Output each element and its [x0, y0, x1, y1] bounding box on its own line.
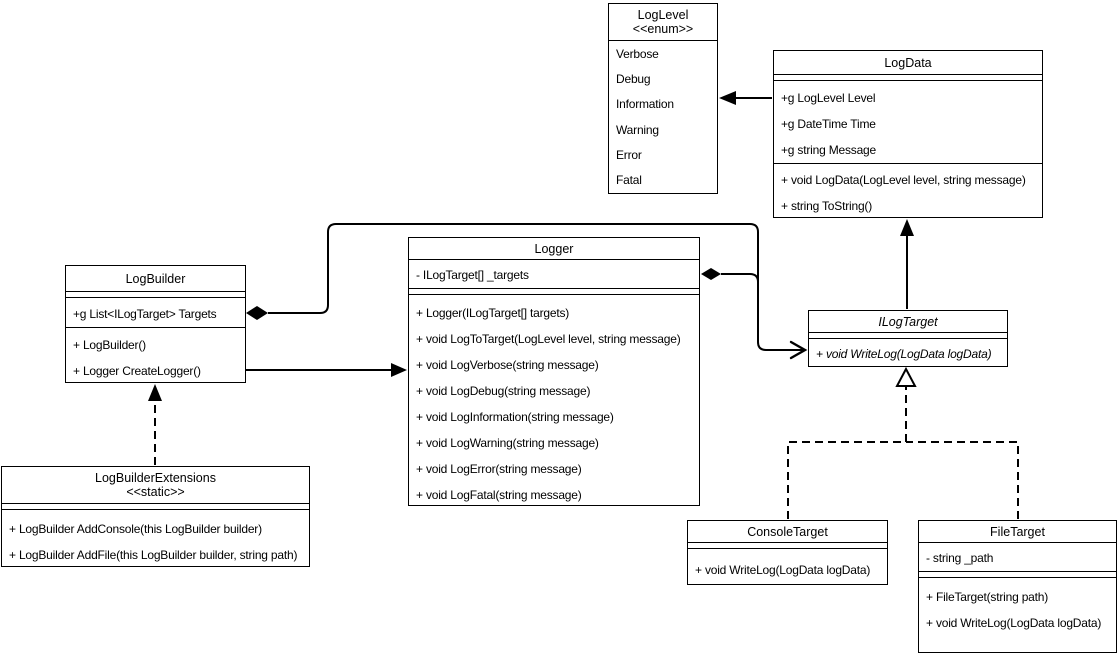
- attribute-row: - ILogTarget[] _targets: [416, 268, 529, 282]
- attribute-row: - string _path: [926, 551, 994, 565]
- enum-value-row: Fatal: [616, 173, 642, 188]
- realization-consoletarget-to-ilogtarget[interactable]: [787, 366, 917, 519]
- dependency-logbuilderextensions-to-logbuilder[interactable]: [148, 384, 162, 465]
- enum-value-row: Warning: [616, 122, 659, 137]
- attribute-row: +g LogLevel Level: [781, 90, 876, 105]
- class-name: LogBuilder: [125, 271, 186, 286]
- class-filetarget[interactable]: FileTarget - string _path + FileTarget(s…: [918, 520, 1117, 653]
- hollow-triangle-icon: [895, 366, 917, 387]
- compartment-divider: [774, 162, 1042, 164]
- attributes: +g List<ILogTarget> Targets: [66, 298, 245, 327]
- class-loglevel[interactable]: LogLevel <<enum>> Verbose Debug Informat…: [608, 3, 718, 194]
- attributes: - string _path: [919, 543, 1116, 571]
- methods: + LogBuilder AddConsole(this LogBuilder …: [2, 510, 309, 568]
- methods: + FileTarget(string path) + void WriteLo…: [919, 578, 1116, 636]
- compartment-divider: [66, 326, 245, 328]
- methods: + void WriteLog(LogData logData): [688, 549, 887, 583]
- composition-logger-to-ilogtarget[interactable]: [701, 268, 759, 283]
- attribute-row: +g List<ILogTarget> Targets: [73, 306, 217, 321]
- class-logbuilder[interactable]: LogBuilder +g List<ILogTarget> Targets +…: [65, 265, 246, 383]
- arrowhead-icon: [391, 363, 407, 377]
- enum-value-row: Error: [616, 147, 642, 162]
- compartment-divider: [919, 542, 1116, 543]
- compartment-divider: [609, 40, 717, 41]
- method-row: + LogBuilder(): [73, 337, 146, 352]
- class-name: ILogTarget: [878, 314, 938, 329]
- methods: + void LogData(LogLevel level, string me…: [774, 164, 1042, 219]
- enum-value-row: Debug: [616, 71, 651, 86]
- methods: + void WriteLog(LogData logData): [809, 339, 1007, 367]
- attribute-row: +g string Message: [781, 142, 876, 157]
- class-consoletarget[interactable]: ConsoleTarget + void WriteLog(LogData lo…: [687, 520, 888, 585]
- class-header: ILogTarget: [809, 311, 1007, 332]
- method-row: + void WriteLog(LogData logData): [816, 346, 992, 361]
- class-name: LogData: [884, 55, 932, 70]
- method-row: + Logger(ILogTarget[] targets): [416, 305, 570, 320]
- class-header: ConsoleTarget: [688, 521, 887, 542]
- class-name: LogBuilderExtensions: [95, 471, 216, 485]
- methods: + LogBuilder() + Logger CreateLogger(): [66, 328, 245, 384]
- class-logdata[interactable]: LogData +g LogLevel Level +g DateTime Ti…: [773, 50, 1043, 218]
- class-header: LogData: [774, 51, 1042, 74]
- attribute-row: +g DateTime Time: [781, 116, 876, 131]
- compartment-divider: [66, 291, 245, 298]
- association-logbuilder-to-logger[interactable]: [246, 363, 407, 377]
- method-row: + string ToString(): [781, 198, 873, 213]
- interface-ilogtarget[interactable]: ILogTarget + void WriteLog(LogData logDa…: [808, 310, 1008, 367]
- arrowhead-icon: [148, 384, 162, 401]
- method-row: + LogBuilder AddFile(this LogBuilder bui…: [9, 547, 298, 562]
- method-row: + LogBuilder AddConsole(this LogBuilder …: [9, 521, 262, 536]
- method-row: + void WriteLog(LogData logData): [695, 562, 871, 577]
- attributes: - ILogTarget[] _targets: [409, 260, 699, 288]
- method-row: + void LogError(string message): [416, 461, 582, 476]
- composition-diamond-icon: [246, 306, 268, 320]
- open-arrowhead-icon: [789, 340, 808, 360]
- class-header: LogBuilder: [66, 266, 245, 291]
- class-name: Logger: [534, 241, 574, 256]
- arrowhead-icon: [719, 91, 736, 105]
- class-header: FileTarget: [919, 521, 1116, 542]
- method-row: + void LogInformation(string message): [416, 409, 614, 424]
- method-row: + void LogDebug(string message): [416, 383, 591, 398]
- compartment-divider: [919, 571, 1116, 578]
- compartment-divider: [809, 332, 1007, 339]
- method-row: + void LogVerbose(string message): [416, 357, 599, 372]
- method-row: + void WriteLog(LogData logData): [926, 615, 1102, 630]
- class-header: LogBuilderExtensions <<static>>: [2, 467, 309, 503]
- arrowhead-icon: [900, 219, 914, 236]
- compartment-divider: [2, 503, 309, 510]
- method-row: + void LogData(LogLevel level, string me…: [781, 172, 1026, 187]
- method-row: + FileTarget(string path): [926, 589, 1049, 604]
- method-row: + void LogFatal(string message): [416, 487, 582, 502]
- enum-values: Verbose Debug Information Warning Error …: [609, 41, 717, 193]
- methods: + Logger(ILogTarget[] targets) + void Lo…: [409, 295, 699, 508]
- composition-diamond-icon: [701, 268, 721, 280]
- class-name: LogLevel: [637, 8, 689, 22]
- class-stereotype: <<static>>: [126, 485, 185, 499]
- class-logbuilderextensions[interactable]: LogBuilderExtensions <<static>> + LogBui…: [1, 466, 310, 567]
- class-logger[interactable]: Logger - ILogTarget[] _targets + Logger(…: [408, 237, 700, 506]
- realization-filetarget-to-ilogtarget[interactable]: [906, 441, 1019, 519]
- attributes: +g LogLevel Level +g DateTime Time +g st…: [774, 81, 1042, 163]
- compartment-divider: [774, 74, 1042, 81]
- association-ilogtarget-to-logdata[interactable]: [900, 219, 914, 309]
- compartment-divider: [688, 542, 887, 549]
- class-name: FileTarget: [990, 524, 1045, 539]
- method-row: + void LogWarning(string message): [416, 435, 599, 450]
- class-stereotype: <<enum>>: [632, 22, 694, 36]
- enum-value-row: Verbose: [616, 46, 659, 61]
- class-header: Logger: [409, 238, 699, 259]
- class-name: ConsoleTarget: [747, 524, 828, 539]
- method-row: + void LogToTarget(LogLevel level, strin…: [416, 331, 681, 346]
- enum-value-row: Information: [616, 97, 674, 112]
- association-logdata-to-loglevel[interactable]: [719, 91, 772, 105]
- method-row: + Logger CreateLogger(): [73, 363, 201, 378]
- class-header: LogLevel <<enum>>: [609, 4, 717, 40]
